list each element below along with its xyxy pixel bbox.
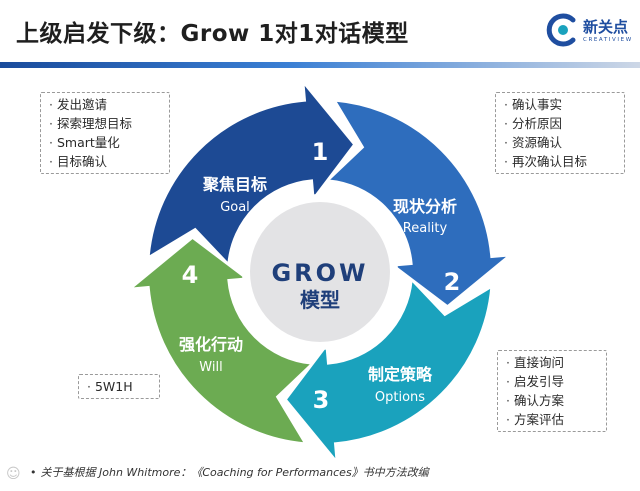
options-note: 确认方案 [506, 391, 598, 410]
center-disc [250, 202, 390, 342]
reality-note: 确认事实 [504, 95, 616, 114]
options-stage-title: 制定策略 [368, 365, 433, 384]
reality-note: 资源确认 [504, 133, 616, 152]
logo-subtitle: CREATIVIEW [583, 37, 633, 43]
reality-notes: 确认事实 分析原因 资源确认 再次确认目标 [495, 92, 625, 174]
reality-arrow-segment [325, 99, 513, 308]
options-stage-subtitle: Options [375, 390, 425, 405]
options-notes: 直接询问 启发引导 确认方案 方案评估 [497, 350, 607, 432]
will-arrow-segment [127, 236, 315, 445]
goal-arrow-segment [147, 79, 356, 267]
page-title: 上级启发下级：Grow 1对1对话模型 [16, 21, 409, 47]
options-note: 方案评估 [506, 410, 598, 429]
goal-note: 探索理想目标 [49, 114, 161, 133]
options-note: 启发引导 [506, 372, 598, 391]
logo: 新关点 CREATIVIEW [545, 10, 637, 56]
reality-note: 分析原因 [504, 114, 616, 133]
will-stage-number: 4 [182, 261, 199, 289]
header-divider [0, 62, 640, 68]
logo-mark-icon [546, 13, 576, 47]
reality-stage-subtitle: Reality [403, 221, 448, 236]
options-arrow-segment [284, 277, 493, 465]
footnote-text: 关于基根据 John Whitmore：《Coaching for Perfor… [40, 466, 429, 479]
center-label-cn: 模型 [300, 288, 340, 312]
reality-stage-number: 2 [444, 268, 461, 296]
goal-note: 目标确认 [49, 152, 161, 171]
footnote: •关于基根据 John Whitmore：《Coaching for Perfo… [30, 464, 429, 480]
will-stage-title: 强化行动 [179, 335, 243, 354]
reality-stage-title: 现状分析 [393, 197, 457, 216]
watermark-icon: ☺ [6, 466, 21, 482]
will-note: 5W1H [87, 377, 151, 396]
options-stage-number: 3 [313, 386, 330, 414]
goal-note: Smart量化 [49, 133, 161, 152]
goal-stage-subtitle: Goal [220, 200, 250, 215]
goal-note: 发出邀请 [49, 95, 161, 114]
center-label-en: GROW [271, 259, 368, 287]
logo-name: 新关点 [583, 18, 629, 36]
options-note: 直接询问 [506, 353, 598, 372]
goal-stage-title: 聚焦目标 [202, 175, 267, 194]
will-notes: 5W1H [78, 374, 160, 399]
bullet-icon: • [30, 466, 37, 479]
will-stage-subtitle: Will [199, 360, 222, 375]
goal-notes: 发出邀请 探索理想目标 Smart量化 目标确认 [40, 92, 170, 174]
goal-stage-number: 1 [312, 138, 329, 166]
reality-note: 再次确认目标 [504, 152, 616, 171]
